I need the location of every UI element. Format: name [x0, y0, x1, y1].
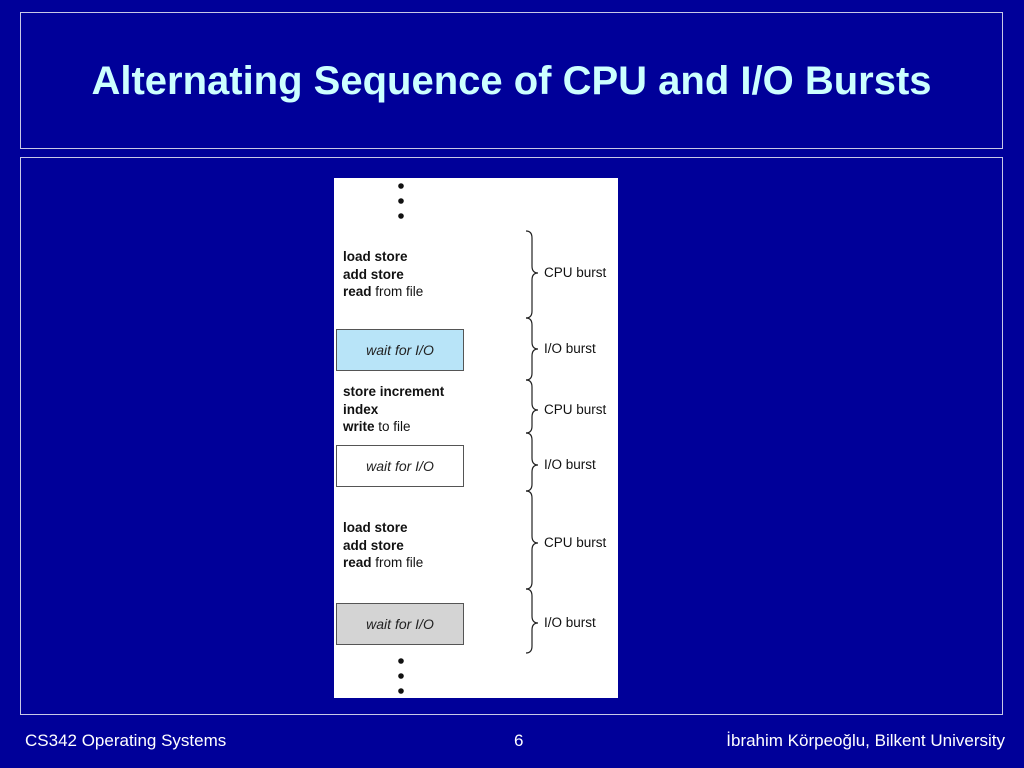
ellipsis-dot	[398, 688, 404, 694]
footer-author: İbrahim Körpeoğlu, Bilkent University	[726, 731, 1005, 750]
ellipsis-dot	[398, 673, 404, 679]
wait-box-label: wait for I/O	[366, 458, 434, 474]
io-burst-label: I/O burst	[544, 341, 596, 356]
wait-box-label: wait for I/O	[366, 616, 434, 632]
instruction-op: load store	[343, 520, 408, 535]
instruction-arg: to file	[374, 419, 411, 434]
footer-page-number: 6	[514, 731, 524, 750]
instruction-op: load store	[343, 249, 408, 264]
wait-for-io-box: wait for I/O	[336, 445, 464, 487]
instruction-op: read	[343, 284, 372, 299]
content-frame	[20, 157, 1003, 715]
instruction-op: read	[343, 555, 372, 570]
instruction-arg: from file	[371, 284, 424, 299]
diagram-graphics	[398, 183, 539, 694]
instruction-block: load store add store read from file	[343, 519, 423, 572]
ellipsis-dot	[398, 183, 404, 189]
cpu-burst-label: CPU burst	[544, 535, 607, 550]
title-frame: Alternating Sequence of CPU and I/O Burs…	[20, 12, 1003, 149]
brace-io-2	[525, 432, 539, 492]
brace-cpu-1	[525, 230, 539, 319]
brace-io-1	[525, 317, 539, 381]
instruction-op: add store	[343, 266, 404, 282]
instruction-op: write	[343, 419, 375, 434]
ellipsis-dot	[398, 198, 404, 204]
wait-box-label: wait for I/O	[366, 342, 434, 358]
wait-for-io-box: wait for I/O	[336, 603, 464, 645]
instruction-block: load store add store read from file	[343, 248, 423, 301]
io-burst-label: I/O burst	[544, 615, 596, 630]
brace-group	[525, 230, 539, 654]
wait-for-io-box: wait for I/O	[336, 329, 464, 371]
io-burst-label: I/O burst	[544, 457, 596, 472]
ellipsis-dot	[398, 213, 404, 219]
cpu-burst-label: CPU burst	[544, 265, 607, 280]
cpu-burst-label: CPU burst	[544, 402, 607, 417]
footer-course: CS342 Operating Systems	[25, 731, 227, 750]
instruction-op: store increment	[343, 384, 445, 399]
ellipsis-dot	[398, 658, 404, 664]
instruction-arg: from file	[371, 555, 424, 570]
brace-cpu-2	[525, 379, 539, 434]
burst-diagram: load store add store read from file CPU …	[334, 178, 618, 698]
brace-io-3	[525, 588, 539, 654]
instruction-op: add store	[343, 537, 404, 553]
instruction-block: store increment index write to file	[343, 383, 444, 436]
slide-title: Alternating Sequence of CPU and I/O Burs…	[91, 58, 932, 103]
instruction-op: index	[343, 401, 379, 417]
brace-cpu-3	[525, 490, 539, 590]
